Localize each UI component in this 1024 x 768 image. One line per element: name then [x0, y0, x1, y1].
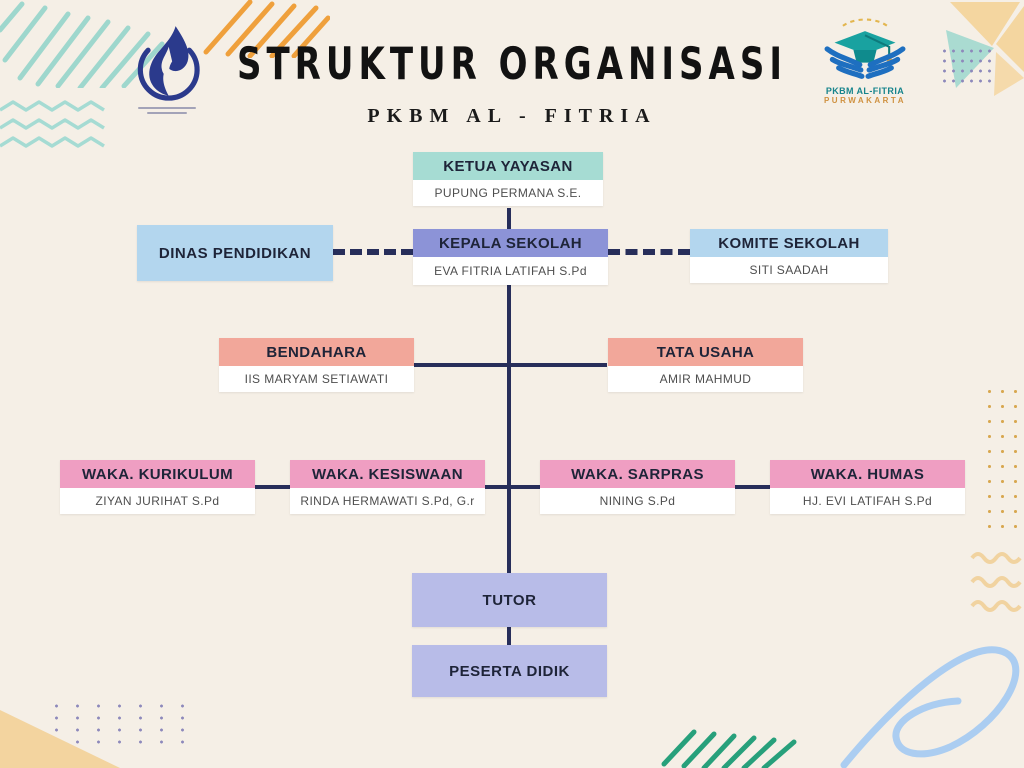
node-title: WAKA. SARPRAS — [540, 460, 735, 488]
node-title: WAKA. KESISWAAN — [290, 460, 485, 488]
connector-center-vertical — [507, 285, 511, 573]
org-node-tutor: TUTOR — [412, 573, 607, 627]
org-node-waka-kurikulum: WAKA. KURIKULUM ZIYAN JURIHAT S.Pd — [60, 460, 255, 514]
page-title: STRUKTUR ORGANISASI — [237, 38, 787, 91]
org-node-peserta-didik: PESERTA DIDIK — [412, 645, 607, 697]
org-node-waka-sarpras: WAKA. SARPRAS NINING S.Pd — [540, 460, 735, 514]
node-title: BENDAHARA — [219, 338, 414, 366]
graduation-cap-logo-icon — [824, 18, 906, 79]
org-node-kepala-sekolah: KEPALA SEKOLAH EVA FITRIA LATIFAH S.Pd — [413, 229, 608, 285]
logo-text-pkbm: PKBM AL-FITRIA — [825, 86, 905, 96]
green-strokes-decoration — [661, 729, 797, 768]
logo-text-purwakarta: PURWAKARTA — [823, 96, 907, 105]
org-node-bendahara: BENDAHARA IIS MARYAM SETIAWATI — [219, 338, 414, 392]
purple-dot-grid-decoration — [940, 46, 992, 84]
gold-waves-decoration — [970, 552, 1022, 612]
connector-bendahara-tatausaha — [414, 363, 607, 367]
node-person: AMIR MAHMUD — [608, 366, 803, 392]
node-title: KEPALA SEKOLAH — [413, 229, 608, 257]
org-node-dinas-pendidikan: DINAS PENDIDIKAN — [137, 225, 333, 281]
node-person: IIS MARYAM SETIAWATI — [219, 366, 414, 392]
node-person: HJ. EVI LATIFAH S.Pd — [770, 488, 965, 514]
teal-scribble-decoration — [0, 1, 165, 88]
org-node-tata-usaha: TATA USAHA AMIR MAHMUD — [608, 338, 803, 392]
gold-dot-grid-decoration — [983, 384, 1024, 536]
org-node-komite-sekolah: KOMITE SEKOLAH SITI SAADAH — [690, 229, 888, 283]
blue-loop-scribble-decoration — [840, 646, 1020, 768]
orange-strokes-decoration — [203, 0, 330, 58]
node-person: RINDA HERMAWATI S.Pd, G.r — [290, 488, 485, 514]
node-person: EVA FITRIA LATIFAH S.Pd — [413, 257, 608, 285]
flame-drop-logo-icon — [137, 26, 200, 101]
teal-zigzag-decoration — [0, 100, 105, 148]
page-subtitle: PKBM AL - FITRIA — [367, 105, 657, 127]
org-node-waka-kesiswaan: WAKA. KESISWAAN RINDA HERMAWATI S.Pd, G.… — [290, 460, 485, 514]
connector-tutor-peserta — [507, 627, 511, 645]
yayasan-logo — [112, 24, 222, 114]
node-title: WAKA. KURIKULUM — [60, 460, 255, 488]
node-title: WAKA. HUMAS — [770, 460, 965, 488]
node-person: NINING S.Pd — [540, 488, 735, 514]
org-node-waka-humas: WAKA. HUMAS HJ. EVI LATIFAH S.Pd — [770, 460, 965, 514]
logo-caption-line — [138, 107, 196, 109]
org-node-ketua-yayasan: KETUA YAYASAN PUPUNG PERMANA S.E. — [413, 152, 603, 206]
connector-ketua-kepala — [507, 208, 511, 232]
node-person: PUPUNG PERMANA S.E. — [413, 180, 603, 206]
connector-kepala-komite-dashed — [608, 249, 690, 255]
logo-caption-line — [147, 112, 187, 114]
node-person: ZIYAN JURIHAT S.Pd — [60, 488, 255, 514]
node-title: KOMITE SEKOLAH — [690, 229, 888, 257]
connector-dinas-kepala-dashed — [333, 249, 413, 255]
purple-dot-grid-decoration — [46, 700, 192, 744]
node-person: SITI SAADAH — [690, 257, 888, 283]
node-title: TATA USAHA — [608, 338, 803, 366]
pkbm-al-fitria-logo: PKBM AL-FITRIA PURWAKARTA — [798, 16, 932, 105]
node-title: KETUA YAYASAN — [413, 152, 603, 180]
connector-waka-row — [255, 485, 770, 489]
